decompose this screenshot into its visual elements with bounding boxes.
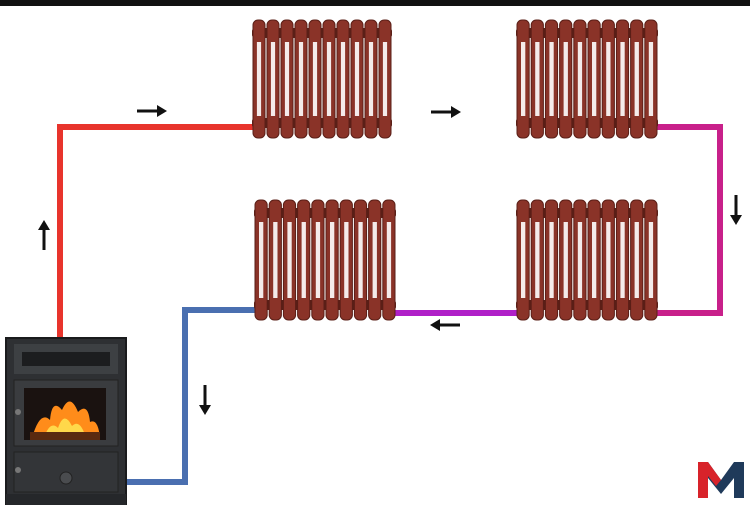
m-logo-icon — [698, 462, 744, 498]
pipes — [57, 124, 723, 485]
radiator-bottom-left — [254, 199, 396, 321]
return-pipe — [126, 307, 258, 485]
pipe-right-riser — [655, 124, 723, 316]
supply-pipe — [57, 124, 255, 338]
flow-arrow-down — [730, 195, 742, 225]
radiator-top-right — [516, 19, 658, 139]
radiator-top-left — [252, 19, 392, 139]
flow-arrows — [38, 105, 742, 415]
flow-arrow-left — [430, 319, 460, 331]
flow-arrow-down — [199, 385, 211, 415]
radiator-bottom-right — [516, 199, 658, 321]
wood-stove — [5, 337, 127, 505]
flow-arrow-right — [137, 105, 167, 117]
flow-arrow-up — [38, 220, 50, 250]
flow-arrow-right — [431, 106, 461, 118]
radiators — [252, 19, 658, 321]
top-border — [0, 0, 750, 6]
